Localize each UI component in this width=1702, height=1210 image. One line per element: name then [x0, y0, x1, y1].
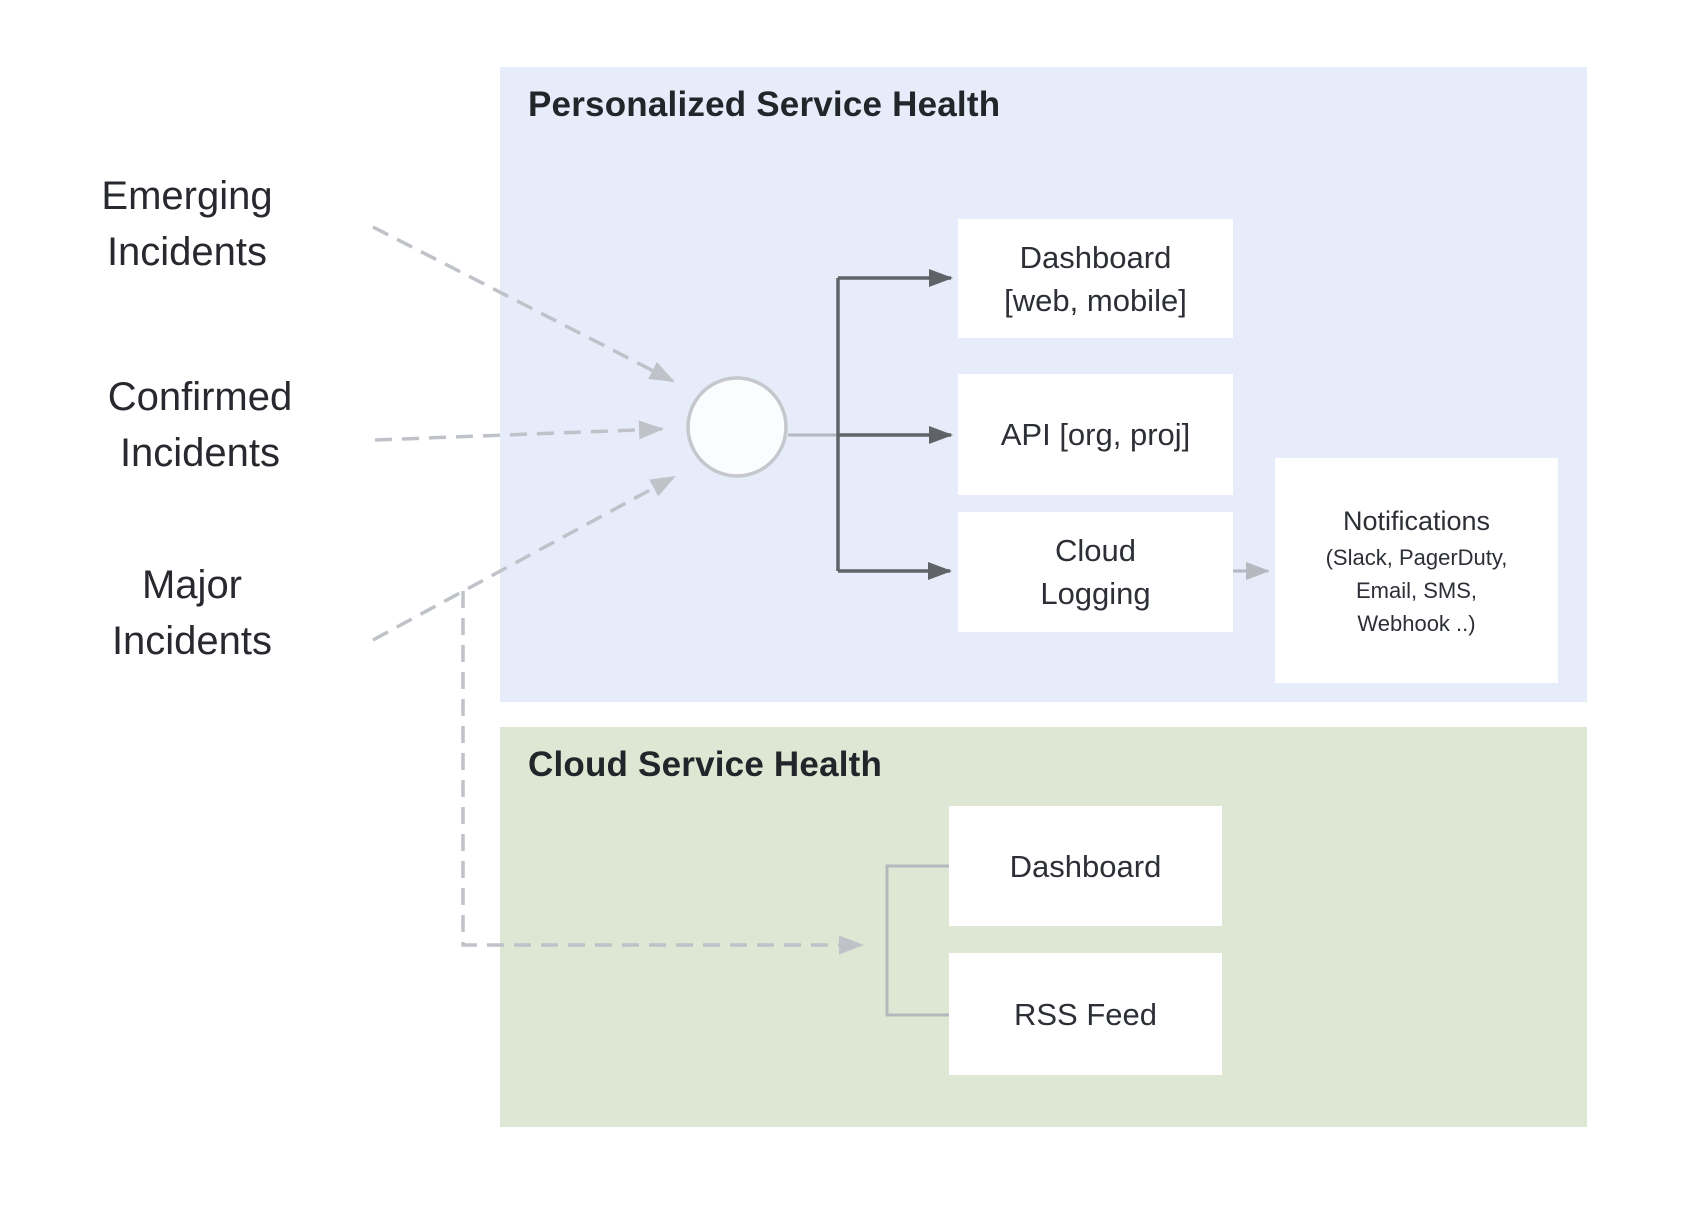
node-rss-feed: RSS Feed [949, 953, 1222, 1075]
label-line: Major [141, 563, 243, 607]
node-label-line: Cloud [1055, 533, 1136, 568]
node-label-line: Notifications [1342, 506, 1491, 536]
label-line: Incidents [106, 230, 268, 274]
label-emerging-incidents: Emerging Incidents [47, 168, 327, 280]
label-line: Emerging [101, 174, 273, 218]
label-line: Confirmed [107, 375, 293, 419]
node-label-line: [web, mobile] [1004, 282, 1187, 318]
notifications-channels-line: Webhook ..) [1357, 611, 1476, 636]
notifications-channels-line: Email, SMS, [1355, 578, 1478, 603]
node-label-line: Dashboard [1019, 239, 1172, 275]
notifications-channels-line: (Slack, PagerDuty, [1325, 545, 1508, 570]
node-api-org-proj: API [org, proj] [958, 374, 1233, 495]
node-label-line: Dashboard [1009, 848, 1162, 884]
label-major-incidents: Major Incidents [52, 557, 332, 669]
node-notifications: Notifications (Slack, PagerDuty, Email, … [1275, 458, 1558, 683]
label-line: Incidents [111, 619, 273, 663]
node-label-line: API [org, proj] [1000, 417, 1191, 452]
node-cloud-logging: Cloud Logging [958, 512, 1233, 632]
panel-title-cloud-service-health: Cloud Service Health [528, 745, 883, 784]
panel-title-personalized-service-health: Personalized Service Health [528, 85, 1001, 124]
node-dashboard-web-mobile: Dashboard [web, mobile] [958, 219, 1233, 338]
label-line: Incidents [119, 431, 281, 475]
node-public-dashboard: Dashboard [949, 806, 1222, 926]
node-label-line: Logging [1040, 576, 1151, 611]
node-label-line: RSS Feed [1013, 996, 1157, 1032]
label-confirmed-incidents: Confirmed Incidents [60, 369, 340, 481]
